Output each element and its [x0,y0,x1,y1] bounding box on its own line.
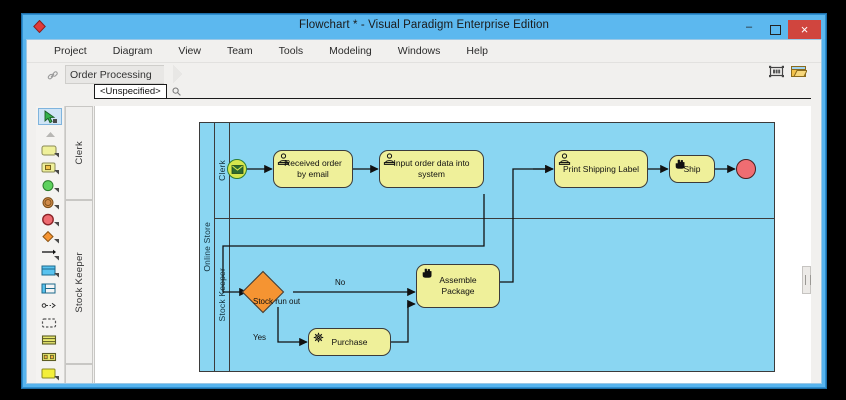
association-icon[interactable] [38,297,62,314]
data-store-icon[interactable] [38,349,62,366]
lane-header-clerk-label: Clerk [73,141,85,165]
menu-view[interactable]: View [178,45,201,57]
edge-label-no: No [335,278,346,287]
task-received-order-by-email[interactable]: Received order by email [273,150,353,188]
note-shape-icon[interactable] [38,143,62,160]
menu-project[interactable]: Project [54,45,87,57]
gateway-label: Stock run out [253,297,301,306]
menu-windows[interactable]: Windows [397,45,441,57]
zoom-collapse-icon[interactable] [38,125,62,142]
window-controls: – × [736,17,821,42]
menu-help[interactable]: Help [466,45,488,57]
client-area: Project Diagram View Team Tools Modeling… [26,39,822,384]
data-object-icon[interactable] [38,332,62,349]
title-bar: Flowchart * - Visual Paradigm Enterprise… [23,15,825,42]
task-purchase[interactable]: Purchase [308,328,391,356]
lane-header-column: Clerk Stock Keeper [65,106,93,383]
user-task-icon [277,153,290,166]
task-label: Received order by email [284,158,342,179]
manual-task-hand-icon [673,158,686,171]
fit-to-screen-icon[interactable] [769,65,784,83]
task-label: Print Shipping Label [562,163,640,174]
task-assemble-package[interactable]: Assemble Package [416,264,500,308]
minimize-button[interactable]: – [745,20,753,33]
lane-header-stock-keeper-label: Stock Keeper [73,251,85,313]
menu-bar: Project Diagram View Team Tools Modeling… [27,40,821,63]
visual-paradigm-logo-icon [33,19,46,34]
open-folder-icon[interactable] [791,65,808,83]
service-task-gear-icon [312,331,325,344]
breadcrumb-tools [769,65,808,83]
lane-stock-keeper-label: Stock Keeper [215,219,230,371]
task-input-order-data-into-system[interactable]: Input order data into system [379,150,484,188]
green-start-event-icon[interactable] [38,177,62,194]
task-label: Input order data into system [393,158,470,179]
breadcrumb-order-processing[interactable]: Order Processing [65,65,164,84]
sequence-flow-icon[interactable] [38,246,62,263]
menu-modeling[interactable]: Modeling [329,45,372,57]
lane-header-clerk[interactable]: Clerk [65,106,93,200]
task-label: Purchase [331,336,368,347]
orange-gateway-icon[interactable] [38,228,62,245]
task-label: Assemble Package [439,275,477,296]
sequence-flows [222,164,736,347]
application-window: Flowchart * - Visual Paradigm Enterprise… [22,14,826,388]
link-icon [47,68,59,80]
group-dashed-icon[interactable] [38,314,62,331]
magnifier-icon[interactable] [172,83,181,101]
diagram-tab-strip: <Unspecified> [94,84,181,99]
work-area: Clerk Stock Keeper Online Store [27,106,821,383]
task-label: Ship [683,163,701,174]
menu-diagram[interactable]: Diagram [112,45,153,57]
user-task-icon [383,153,396,166]
task-shape-icon[interactable] [38,160,62,177]
user-task-icon [558,153,571,166]
window-title: Flowchart * - Visual Paradigm Enterprise… [298,19,550,31]
lane-stock-keeper[interactable]: Stock Keeper [215,219,774,371]
lane-header-stock-keeper[interactable]: Stock Keeper [65,200,93,364]
bpmn-diagram: Online Store Clerk Stock Keeper [95,106,795,383]
breadcrumb-bar: Order Processing [27,63,821,85]
menu-team[interactable]: Team [226,45,253,57]
menu-tools[interactable]: Tools [278,45,304,57]
maximize-button[interactable] [762,20,788,39]
message-start-event[interactable] [227,159,247,179]
lane-shape-icon[interactable] [38,280,62,297]
manual-task-hand-icon [420,267,433,280]
canvas-vertical-scrollbar[interactable] [802,106,811,383]
task-ship[interactable]: Ship [669,155,715,183]
end-event[interactable] [736,159,756,179]
pool-label: Online Store [200,123,215,371]
diagram-canvas[interactable]: Online Store Clerk Stock Keeper [94,106,811,383]
lane-header-extra[interactable] [65,364,93,383]
tab-unspecified[interactable]: <Unspecified> [94,84,167,99]
red-end-event-icon[interactable] [38,211,62,228]
task-print-shipping-label[interactable]: Print Shipping Label [554,150,648,188]
annotation-icon[interactable] [38,366,62,383]
orange-intermediate-event-icon[interactable] [38,194,62,211]
shape-palette [36,106,65,383]
edge-label-yes: Yes [253,333,267,342]
pool-shape-icon[interactable] [38,263,62,280]
vertical-scroll-thumb[interactable] [802,266,811,294]
tab-strip-divider [94,98,811,99]
close-button[interactable]: × [788,19,821,40]
pointer-tool-icon[interactable] [38,108,62,126]
